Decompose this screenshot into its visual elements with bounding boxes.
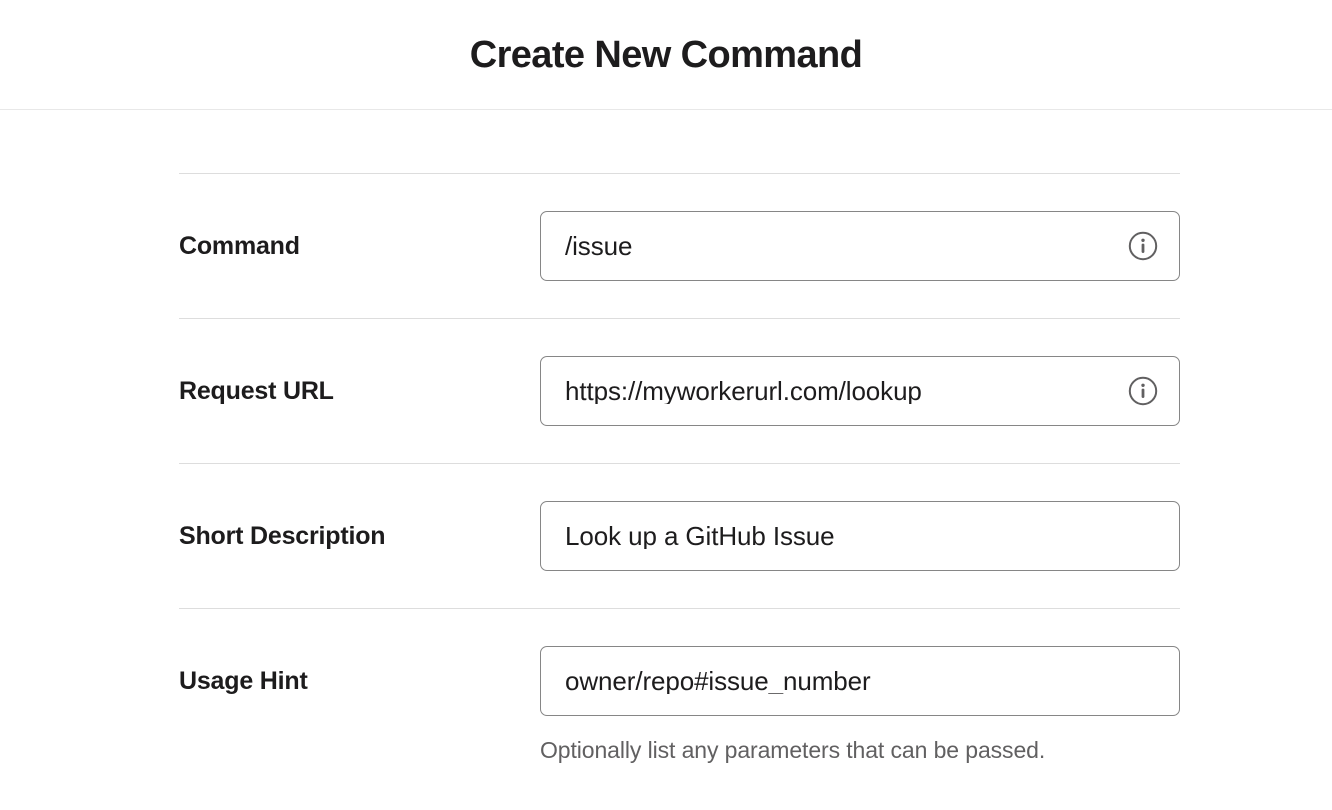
command-input[interactable]: /issue — [540, 211, 1180, 281]
row-divider — [179, 318, 1180, 319]
usage-hint-input[interactable]: owner/repo#issue_number — [540, 646, 1180, 716]
label-column-request-url: Request URL — [179, 356, 540, 426]
row-divider — [179, 463, 1180, 464]
form-row-short-description: Short Description Look up a GitHub Issue — [179, 464, 1180, 608]
short-description-input-value: Look up a GitHub Issue — [565, 523, 835, 549]
field-column-short-description: Look up a GitHub Issue — [540, 501, 1180, 571]
form-body: Command /issue Request — [0, 110, 1332, 810]
request-url-input-value: https://myworkerurl.com/lookup — [565, 378, 922, 404]
form-row-request-url: Request URL https://myworkerurl.com/look… — [179, 319, 1180, 463]
info-circle-icon[interactable] — [1127, 230, 1159, 262]
usage-hint-helper-text: Optionally list any parameters that can … — [540, 737, 1046, 763]
label-column-usage-hint: Usage Hint — [179, 646, 540, 716]
page-title: Create New Command — [469, 33, 863, 76]
row-divider — [179, 608, 1180, 609]
command-input-value: /issue — [565, 233, 633, 259]
field-column-usage-hint: owner/repo#issue_number Optionally list … — [540, 646, 1180, 765]
field-label-short-description: Short Description — [179, 522, 386, 550]
usage-hint-input-value: owner/repo#issue_number — [565, 668, 871, 694]
form-row-usage-hint: Usage Hint owner/repo#issue_number Optio… — [179, 609, 1180, 802]
field-column-request-url: https://myworkerurl.com/lookup — [540, 356, 1180, 426]
field-label-usage-hint: Usage Hint — [179, 667, 308, 695]
field-column-command: /issue — [540, 211, 1180, 281]
form-row-command: Command /issue — [179, 174, 1180, 318]
command-form: Command /issue Request — [179, 173, 1180, 802]
modal-header: Create New Command — [0, 0, 1332, 110]
request-url-input[interactable]: https://myworkerurl.com/lookup — [540, 356, 1180, 426]
field-label-command: Command — [179, 232, 300, 260]
info-circle-icon[interactable] — [1127, 375, 1159, 407]
short-description-input[interactable]: Look up a GitHub Issue — [540, 501, 1180, 571]
row-divider — [179, 173, 1180, 174]
label-column-short-description: Short Description — [179, 501, 540, 571]
field-label-request-url: Request URL — [179, 377, 334, 405]
label-column-command: Command — [179, 211, 540, 281]
